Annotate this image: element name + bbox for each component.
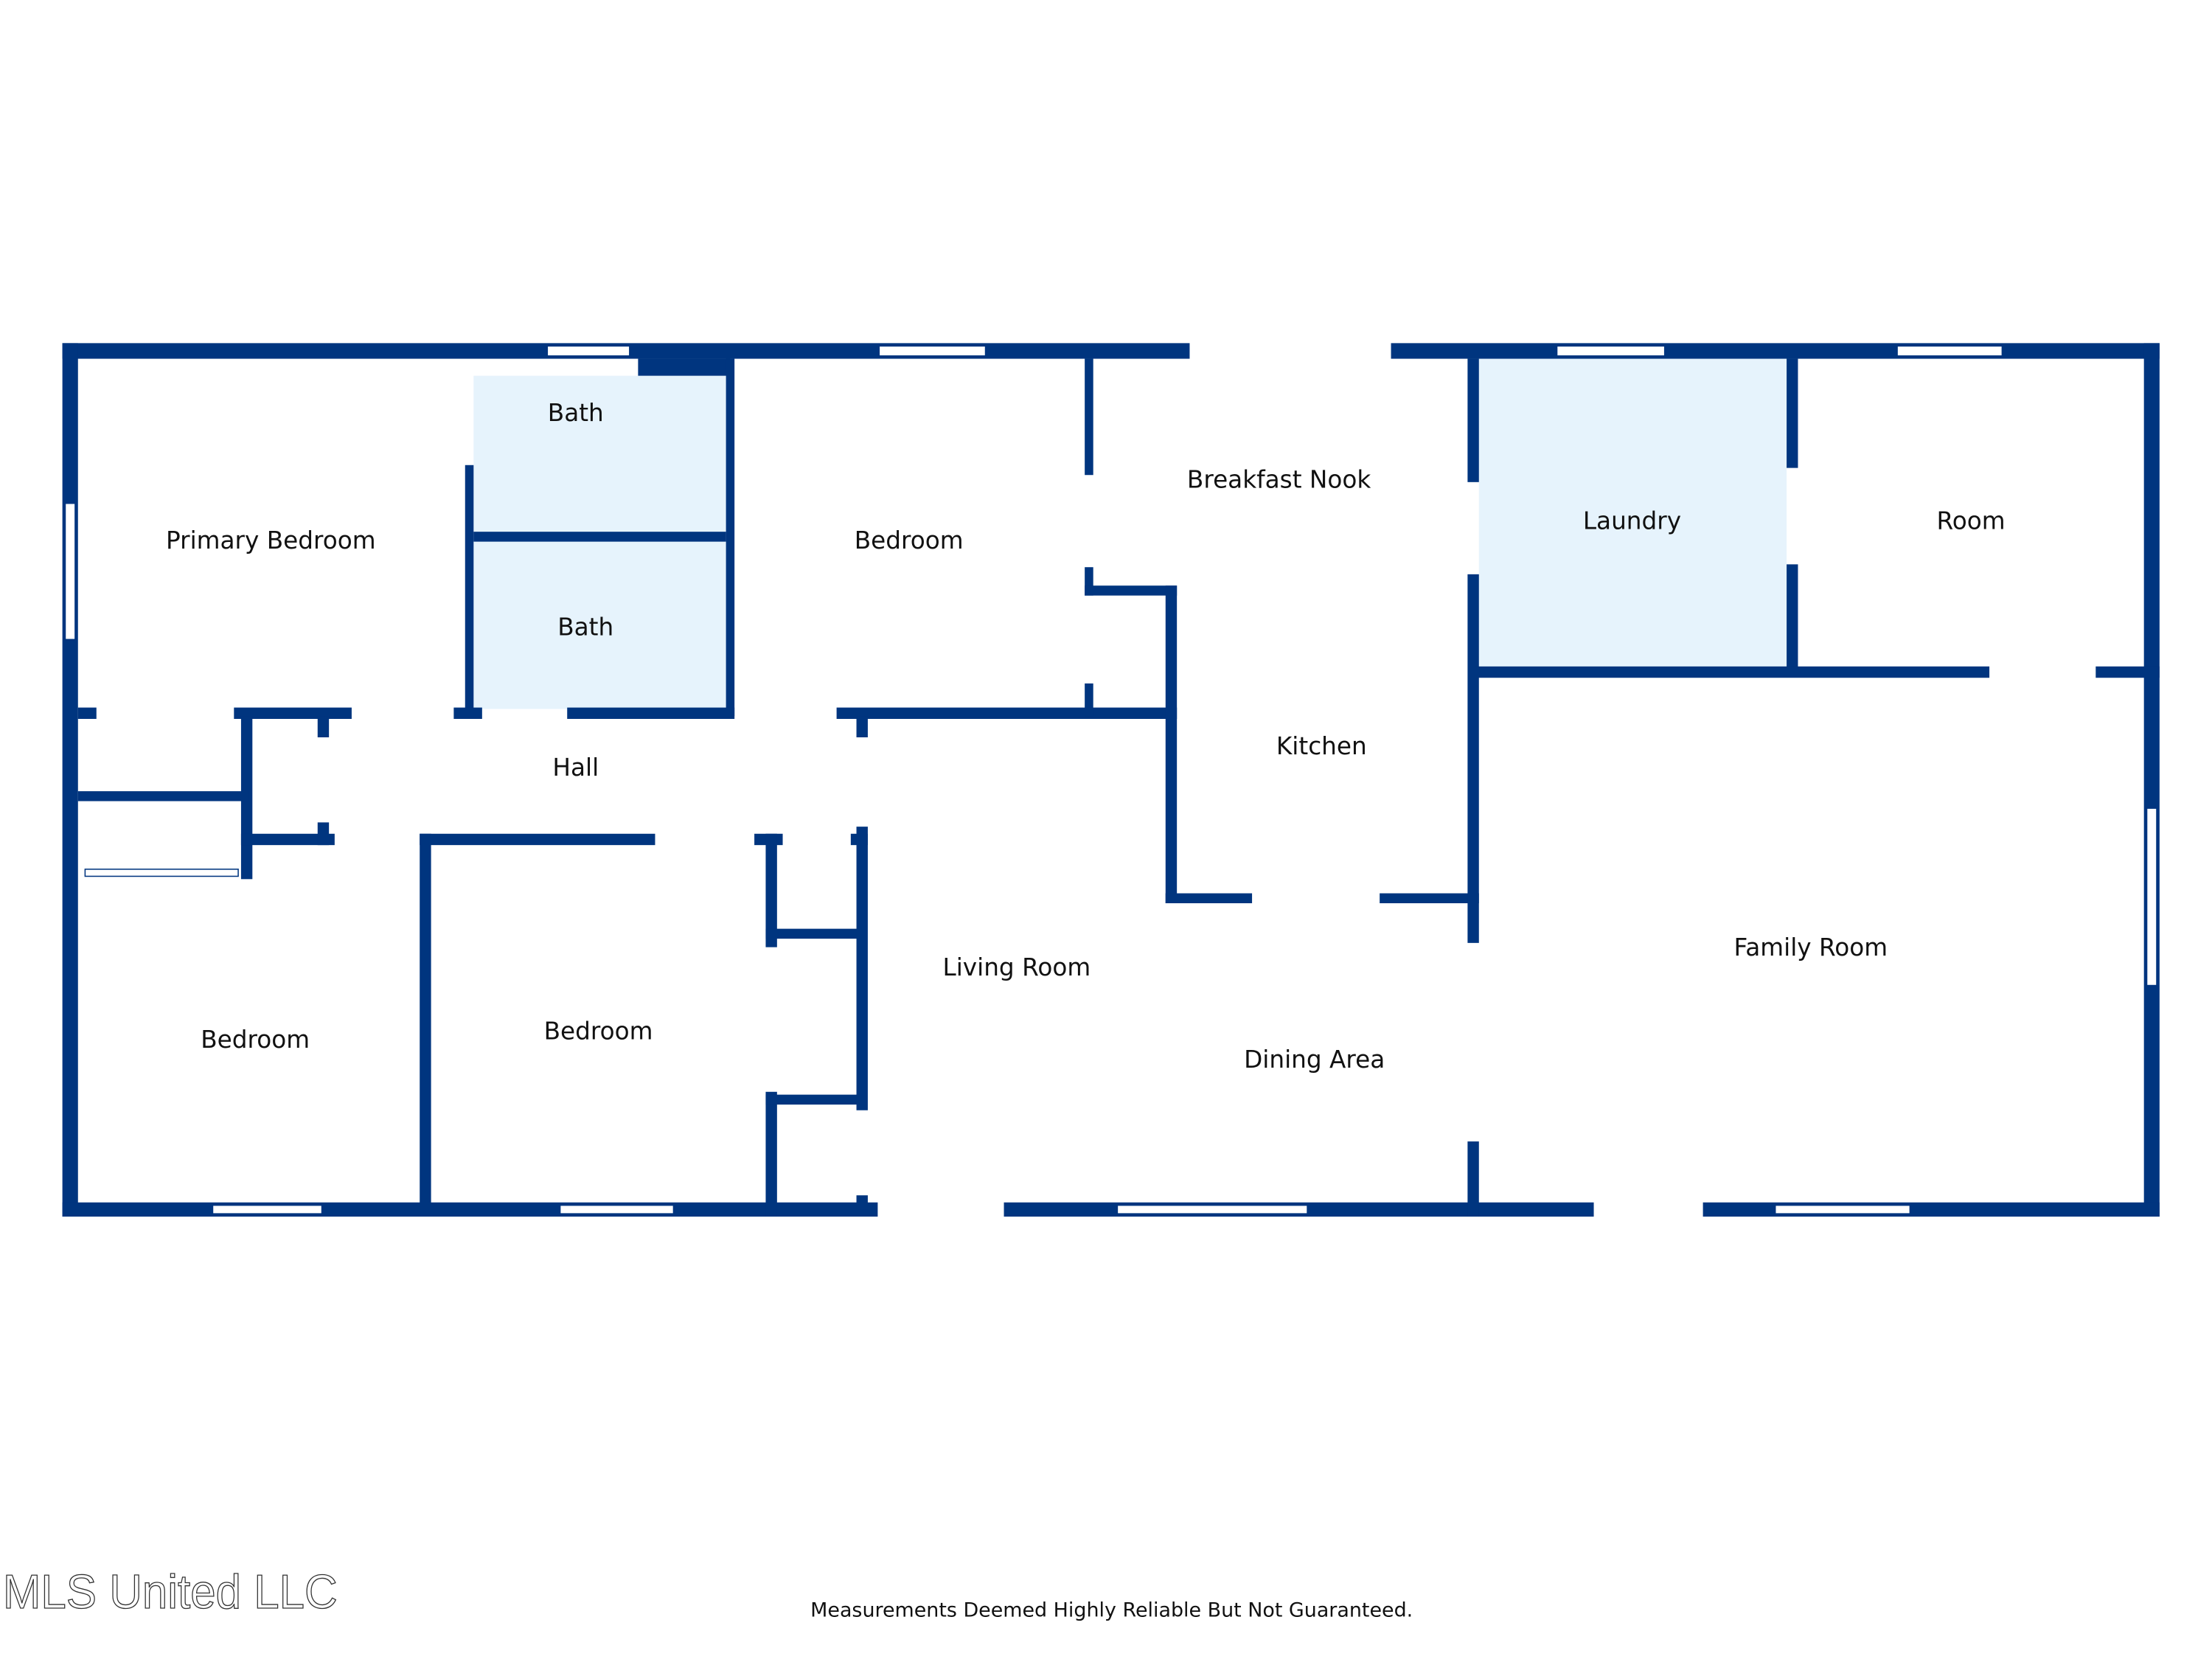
room-label-family-room: Family Room (1733, 933, 1888, 961)
disclaimer: Measurements Deemed Highly Reliable But … (810, 1599, 1413, 1621)
room-label-laundry: Laundry (1583, 507, 1681, 535)
room-label-kitchen: Kitchen (1276, 732, 1367, 760)
room-label-hall: Hall (552, 754, 599, 782)
room-label-bath: Bath (557, 613, 613, 641)
windows (64, 345, 2157, 1214)
room-label-bedroom: Bedroom (855, 526, 964, 554)
room-label-room: Room (1937, 507, 2006, 535)
room-label-bedroom: Bedroom (544, 1018, 653, 1046)
watermark: MLS United LLC (3, 1565, 338, 1618)
room-label-dining-area: Dining Area (1244, 1046, 1385, 1074)
room-label-bedroom: Bedroom (201, 1026, 310, 1054)
laundry-floor (1478, 358, 1787, 667)
bath-1-floor (473, 375, 726, 532)
room-label-breakfast-nook: Breakfast Nook (1187, 466, 1371, 494)
bath-2-floor (473, 541, 726, 709)
room-label-living-room: Living Room (943, 953, 1091, 981)
room-label-primary-bedroom: Primary Bedroom (166, 526, 376, 554)
interior-walls (77, 358, 2160, 1217)
exterior-walls (62, 343, 2160, 1217)
room-label-bath: Bath (548, 399, 604, 427)
